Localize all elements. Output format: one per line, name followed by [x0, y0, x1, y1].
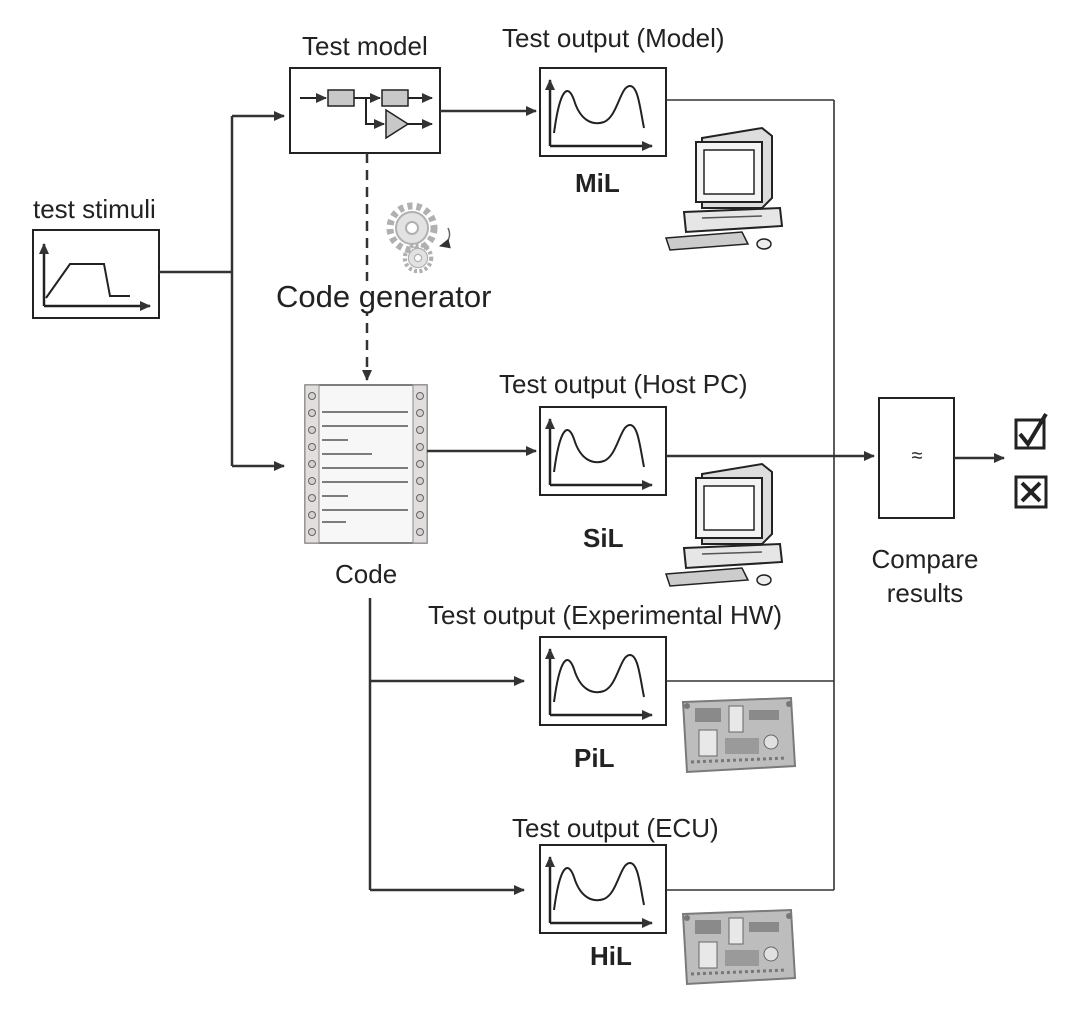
gear-icon: [390, 206, 451, 271]
mil-output-plot: [539, 67, 667, 157]
sil-level-label: SiL: [583, 523, 624, 553]
mil-level-label: MiL: [575, 168, 620, 198]
compare-results-line2: results: [886, 578, 964, 608]
cross-icon: [1014, 475, 1048, 509]
code-label: Code: [335, 559, 398, 589]
mil-output-title: Test output (Model): [502, 23, 725, 53]
test-stimuli-label: test stimuli: [33, 194, 156, 224]
code-sheet: [304, 384, 428, 544]
sil-output-title: Test output (Host PC): [499, 369, 748, 399]
test-model-box: [289, 67, 441, 154]
pil-level-label: PiL: [574, 743, 615, 773]
hil-output-plot: [539, 844, 667, 934]
pil-output-plot: [539, 636, 667, 726]
compare-symbol: ≈: [911, 445, 923, 467]
pil-ecu-board-icon: [681, 696, 797, 774]
collector-lines: [666, 99, 835, 891]
test-stimuli-box: [32, 229, 160, 319]
sil-output-plot: [539, 406, 667, 496]
compare-box: [878, 397, 955, 519]
hil-output-title: Test output (ECU): [512, 813, 719, 843]
compare-results-line1: Compare: [871, 544, 979, 574]
connectors: [159, 106, 1005, 895]
code-generator-label: Code generator: [274, 279, 494, 314]
check-icon: [1014, 412, 1048, 450]
test-model-label: Test model: [302, 31, 428, 61]
mil-computer-icon: [665, 127, 783, 251]
hil-level-label: HiL: [590, 941, 632, 971]
sil-computer-icon: [665, 463, 783, 587]
hil-ecu-board-icon: [681, 908, 797, 986]
pil-output-title: Test output (Experimental HW): [428, 600, 783, 630]
